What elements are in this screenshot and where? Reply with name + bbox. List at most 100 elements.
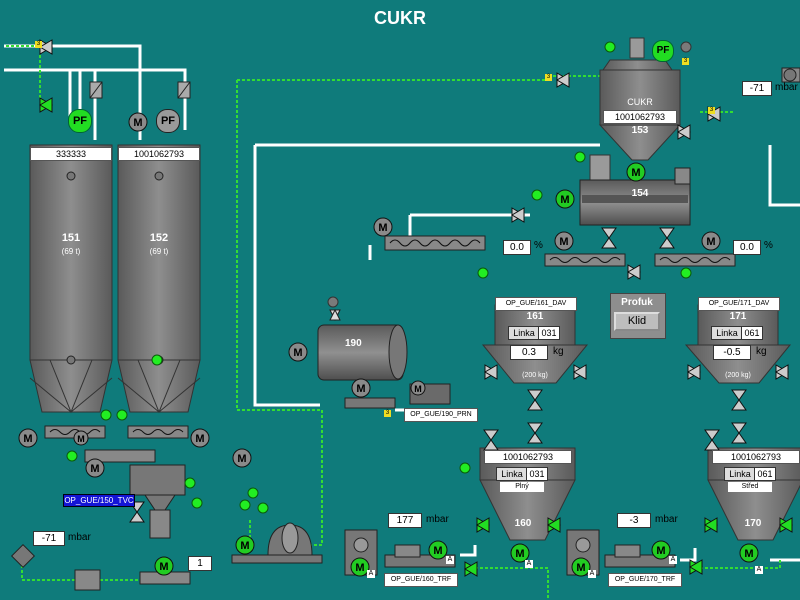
motor-label: M — [576, 562, 585, 574]
bin-170-linka: 061 — [754, 467, 776, 481]
blower-150-tag[interactable]: OP_GUE/150_TVC — [63, 494, 135, 507]
scale-171 — [684, 304, 792, 384]
valve-icon[interactable] — [483, 429, 499, 451]
hopper-153-label: CUKR — [627, 97, 653, 107]
motor-label: M — [378, 222, 387, 234]
bin-160-id: 160 — [514, 518, 532, 529]
bin-160-state: Plný — [500, 482, 544, 492]
motor-icon[interactable] — [85, 458, 105, 478]
motor-icon[interactable] — [410, 380, 426, 396]
motor-icon[interactable] — [739, 543, 759, 563]
auto-badge: A — [669, 556, 677, 564]
motor-icon[interactable] — [128, 112, 148, 132]
valve-icon[interactable] — [775, 364, 789, 380]
inactive-lamps — [327, 41, 692, 308]
silo-152-id: 152 — [149, 232, 169, 244]
scale-161-id: 161 — [526, 311, 544, 322]
scale-161-tag: OP_GUE/161_DAV — [495, 297, 577, 311]
motor-label: M — [293, 347, 302, 359]
pressure-line-170-unit: mbar — [655, 514, 678, 525]
auto-badge: A — [367, 570, 375, 578]
motor-icon[interactable] — [350, 557, 370, 577]
motor-label: M — [240, 540, 249, 552]
auto-badge: A — [525, 560, 533, 568]
scale-161-weight: 0.3 — [510, 345, 548, 360]
motor-icon[interactable] — [555, 189, 575, 209]
valve-icon[interactable] — [687, 364, 701, 380]
valve-icon[interactable] — [677, 124, 691, 140]
silo-152-capacity: (69 t) — [149, 247, 169, 256]
motor-label: M — [195, 433, 204, 445]
scale-171-linka: 061 — [741, 326, 763, 340]
valve-icon[interactable] — [731, 389, 747, 411]
valve-icon[interactable] — [527, 389, 543, 411]
valve-icon[interactable] — [484, 364, 498, 380]
bin-170-state: Střed — [728, 482, 772, 492]
mixer-190-tag: OP_GUE/190_PRN — [404, 408, 478, 422]
motor-icon[interactable] — [428, 540, 448, 560]
motor-icon[interactable] — [373, 217, 393, 237]
motor-icon[interactable] — [232, 448, 252, 468]
motor-label: M — [237, 453, 246, 465]
scale-161-linka: 031 — [538, 326, 560, 340]
scale-161-linka-label: Linka — [508, 326, 540, 340]
motor-icon[interactable] — [351, 378, 371, 398]
valve-icon[interactable] — [659, 227, 675, 249]
motor-label: M — [159, 561, 168, 573]
motor-icon[interactable] — [510, 543, 530, 563]
valve-icon[interactable] — [573, 364, 587, 380]
motor-label: M — [744, 548, 753, 560]
sieve-154-id: 154 — [631, 188, 649, 199]
motor-icon[interactable] — [571, 557, 591, 577]
valve-icon[interactable] — [731, 422, 747, 444]
bin-170-linka-label: Linka — [724, 467, 756, 481]
motor-icon[interactable] — [288, 342, 308, 362]
silo-151-pf-indicator[interactable]: PF — [68, 109, 92, 133]
valve-icon[interactable] — [39, 39, 53, 55]
mixer-190 — [317, 308, 451, 409]
motor-icon[interactable] — [190, 428, 210, 448]
motor-label: M — [656, 545, 665, 557]
pressure-top-right: -71 — [742, 81, 772, 96]
motor-icon[interactable] — [18, 428, 38, 448]
step-badge: 3 — [384, 410, 391, 417]
scale-171-weight: -0.5 — [713, 345, 751, 360]
sieve-154 — [579, 154, 691, 226]
transport-160-tag: OP_GUE/160_TRF — [384, 573, 458, 587]
hopper-153-id: 153 — [631, 125, 649, 136]
scale-161-unit: kg — [553, 346, 564, 357]
motor-label: M — [356, 383, 365, 395]
motor-label: M — [515, 548, 524, 560]
pressure-bottom-left-unit: mbar — [68, 532, 91, 543]
scale-171-unit: kg — [756, 346, 767, 357]
motor-icon[interactable] — [554, 231, 574, 251]
pressure-line-160-unit: mbar — [426, 514, 449, 525]
mixer-190-id: 190 — [345, 338, 362, 349]
motor-icon[interactable] — [154, 556, 174, 576]
valve-icon[interactable] — [627, 264, 641, 280]
motor-icon[interactable] — [235, 535, 255, 555]
hopper-153-pf-indicator[interactable]: PF — [652, 40, 674, 62]
motor-label: M — [433, 545, 442, 557]
motor-icon[interactable] — [701, 231, 721, 251]
valve-icon[interactable] — [527, 422, 543, 444]
screw-161-percent: 0.0 — [503, 240, 531, 255]
motor-icon[interactable] — [626, 162, 646, 182]
motor-label: M — [706, 236, 715, 248]
valve-icon[interactable] — [511, 207, 525, 223]
valve-icon[interactable] — [556, 72, 570, 88]
page-title: CUKR — [374, 8, 426, 28]
silo-151-capacity: (69 t) — [61, 247, 81, 256]
motor-icon[interactable] — [73, 430, 89, 446]
silo-152-pf-indicator[interactable]: PF — [156, 109, 180, 133]
valve-icon[interactable] — [601, 227, 617, 249]
motor-icon[interactable] — [651, 540, 671, 560]
valve-icon[interactable] — [704, 429, 720, 451]
profuk-state-button[interactable]: Klid — [614, 312, 660, 331]
step-badge: 3 — [682, 58, 689, 65]
blower-unit — [231, 522, 323, 564]
motor-label: M — [631, 167, 640, 179]
screw-171-unit: % — [764, 240, 773, 251]
motor-label: M — [414, 384, 422, 394]
